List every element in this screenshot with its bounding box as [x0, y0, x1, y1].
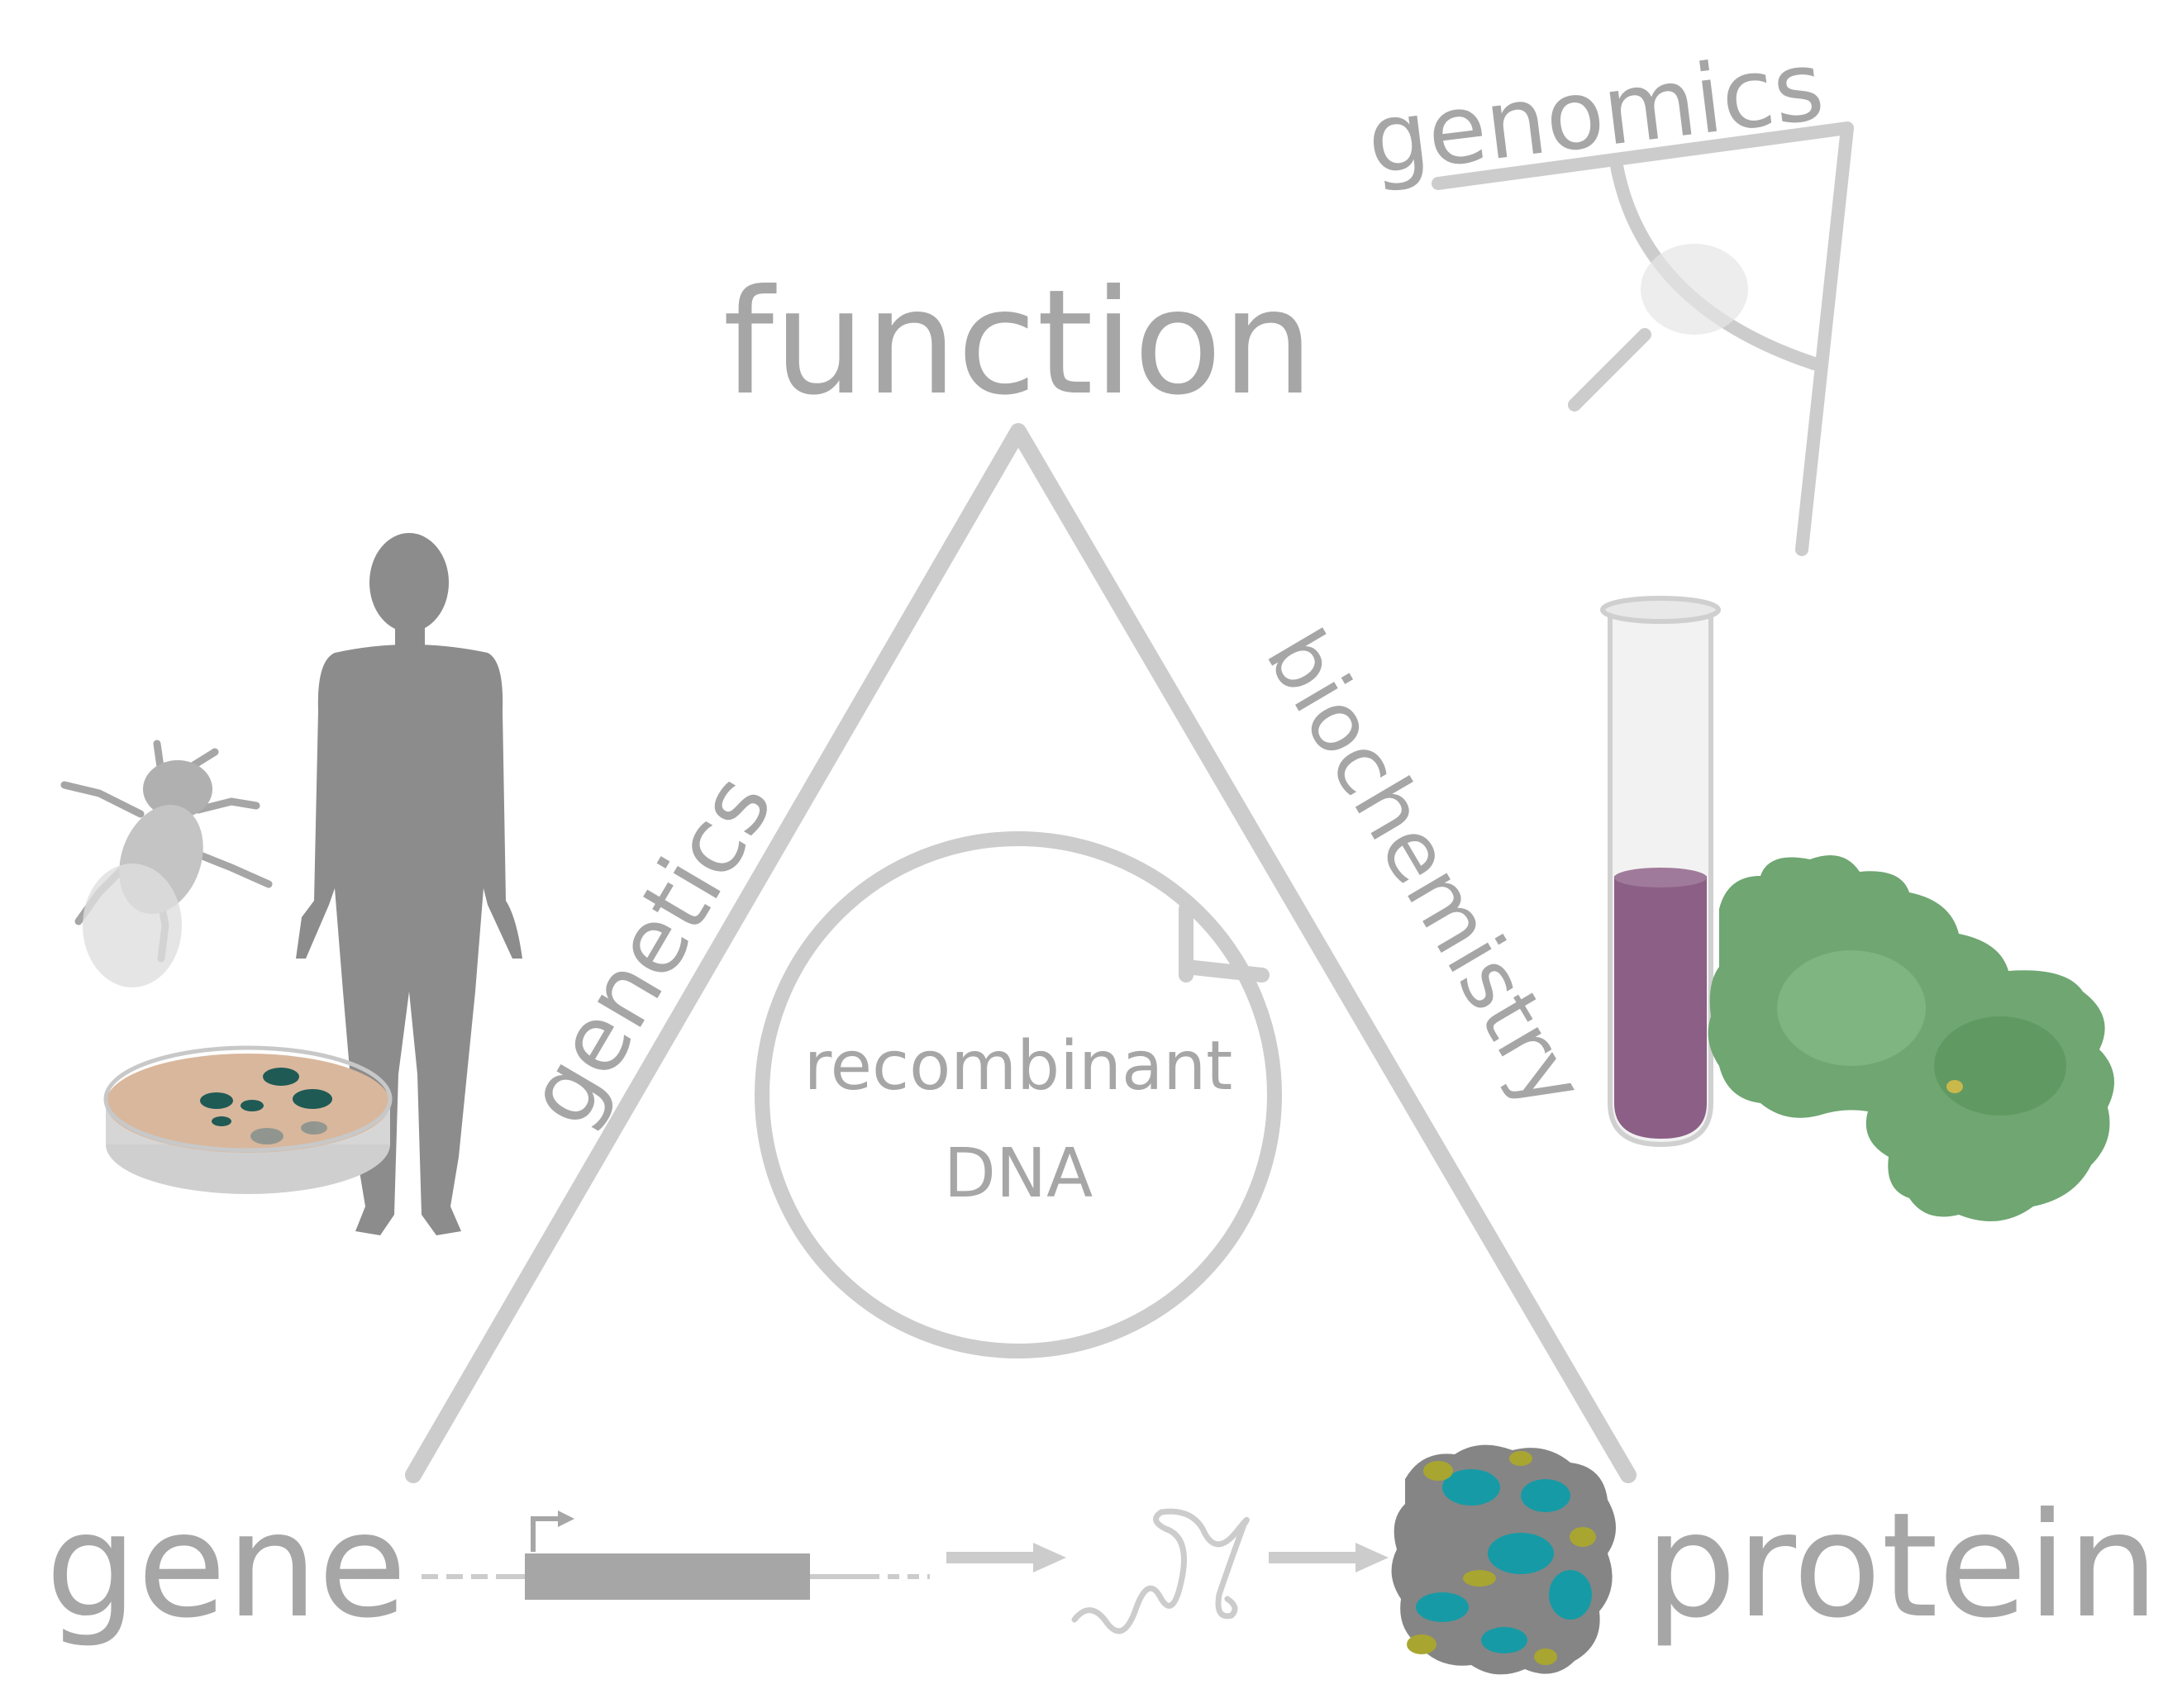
eye-icon	[1432, 121, 1854, 556]
protein-label: protein	[1645, 1482, 2159, 1650]
recombinant-cycle	[755, 831, 1282, 1358]
function-label: function	[723, 259, 1314, 427]
colored-protein-structure-icon	[1391, 1444, 1616, 1675]
biochemistry-label: biochemistry	[1247, 614, 1603, 1125]
test-tube-icon	[1600, 596, 1721, 1148]
dna-label: DNA	[944, 1135, 1093, 1213]
petri-dish-icon	[103, 1045, 393, 1194]
arrow-mrna-to-protein	[1269, 1543, 1389, 1572]
mrna-strand-icon	[1071, 1508, 1250, 1634]
gene-label: gene	[45, 1482, 407, 1650]
triangle	[405, 423, 1637, 1483]
gene-diagram-icon	[422, 1511, 930, 1600]
genetics-label: genetics	[506, 757, 793, 1143]
green-protein-structure-icon	[1708, 855, 2114, 1221]
recombinant-label: recombinant	[804, 1027, 1233, 1106]
fruit-fly-icon	[60, 740, 273, 987]
genomics-label: genomics	[1361, 31, 1829, 197]
arrow-gene-to-mrna	[946, 1543, 1066, 1572]
